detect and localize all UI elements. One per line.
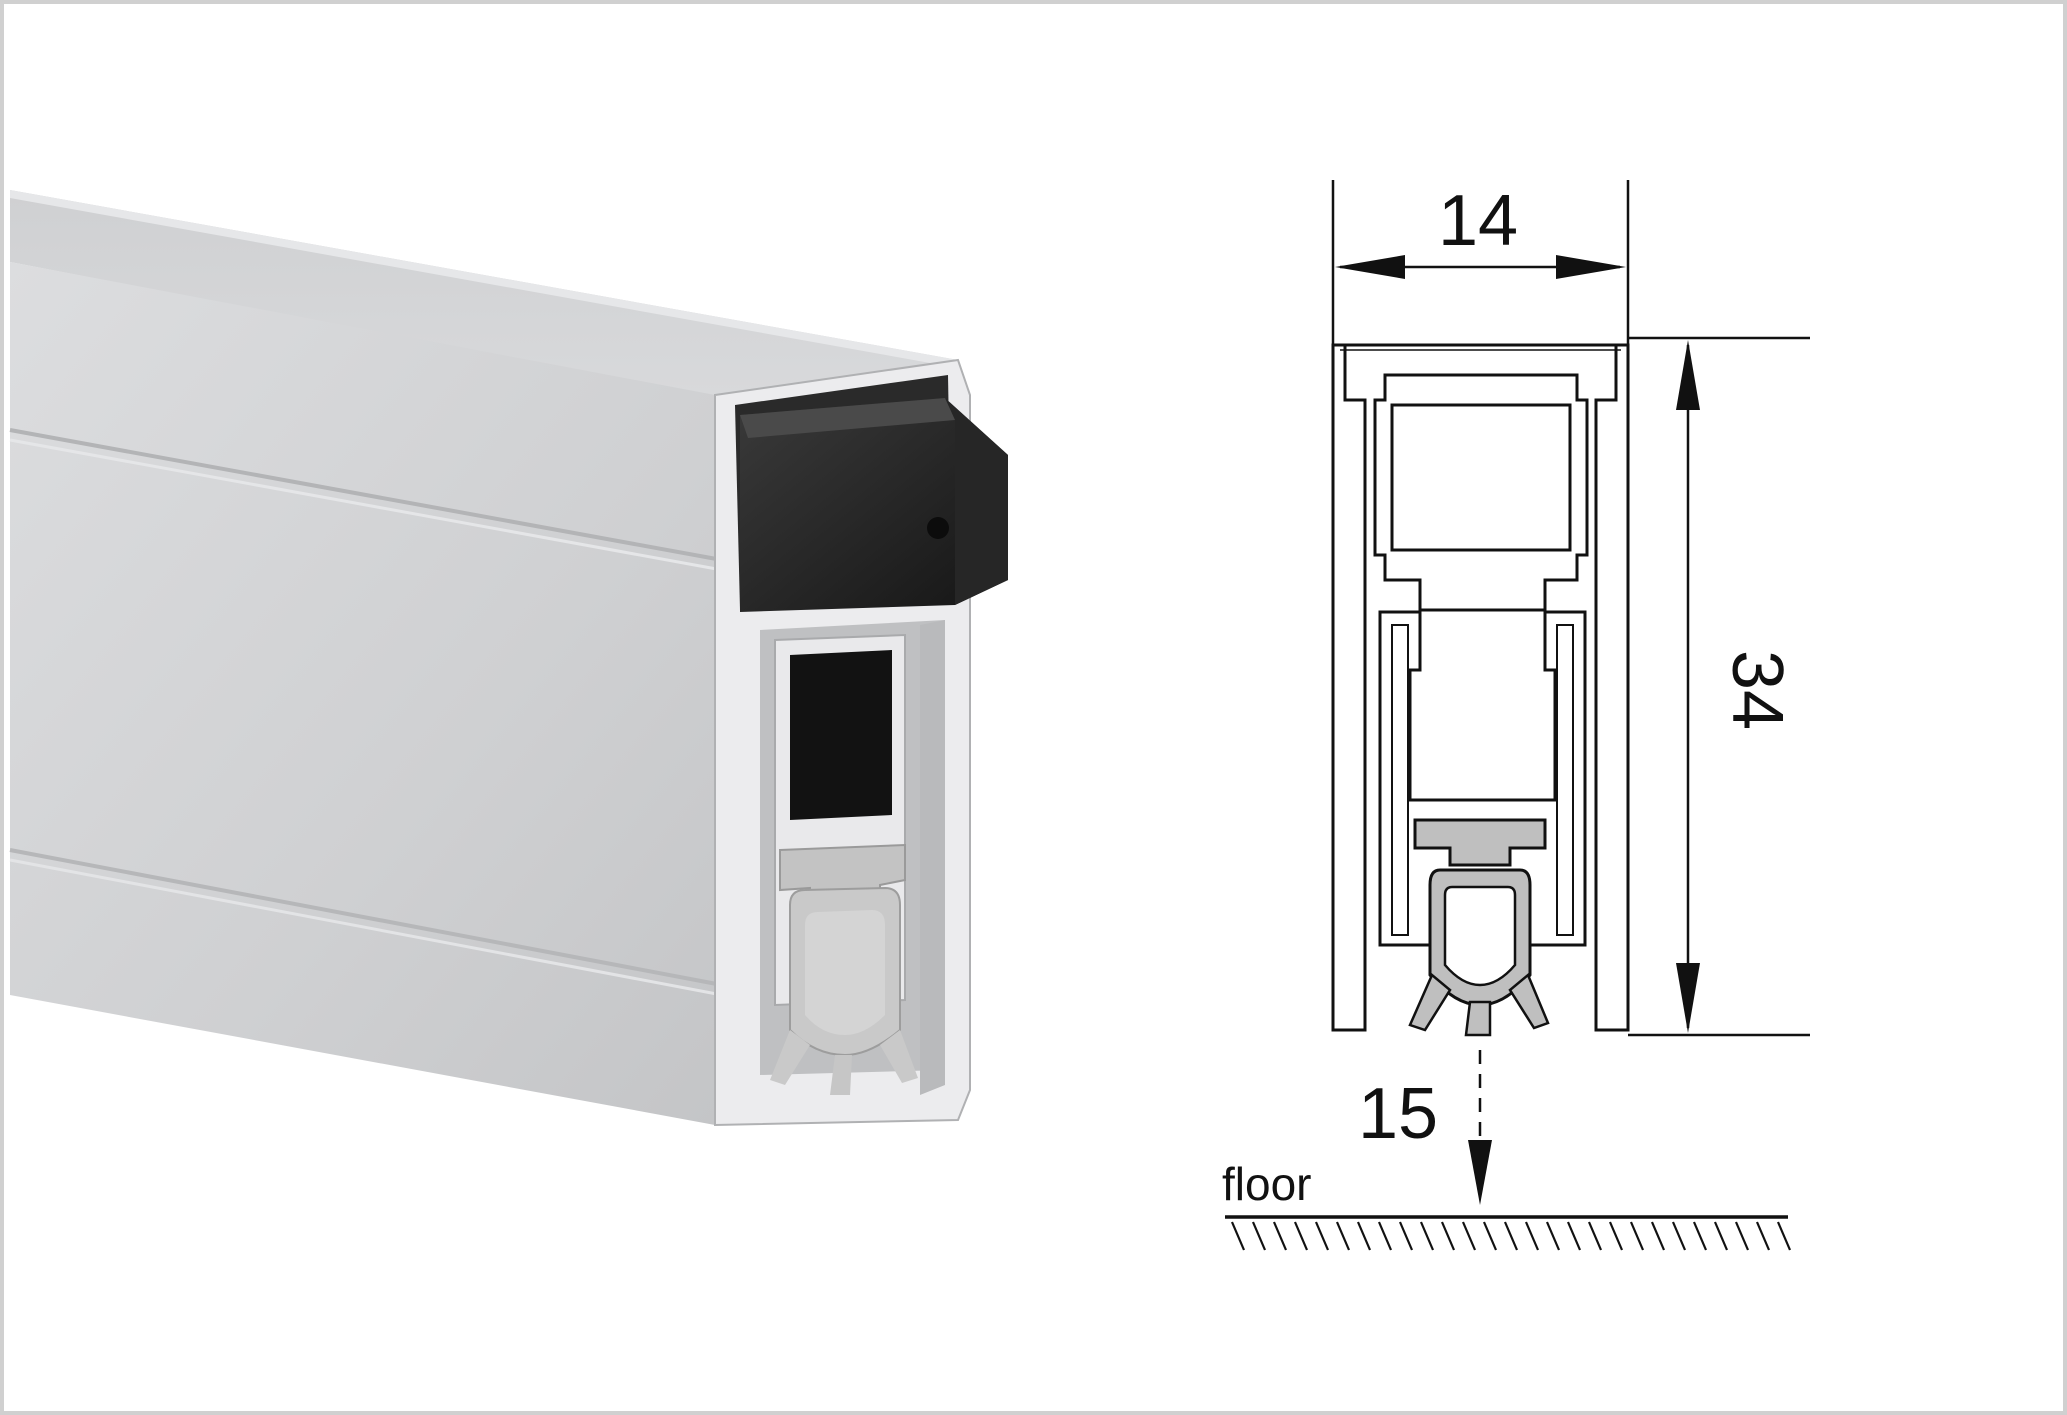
floor-hatch-stroke xyxy=(1671,1221,1687,1251)
floor-hatch-stroke xyxy=(1629,1221,1645,1251)
grey-seal xyxy=(770,843,918,1095)
floor-hatch-stroke xyxy=(1776,1221,1792,1251)
profile-groove-lower xyxy=(9,848,723,987)
floor-line xyxy=(1225,1215,1792,1251)
floor-hatch-stroke xyxy=(1398,1221,1414,1251)
block-screw-hole xyxy=(927,517,949,539)
floor-hatch-stroke xyxy=(1251,1221,1267,1251)
floor-hatch-stroke xyxy=(1272,1221,1288,1251)
floor-hatch-stroke xyxy=(1524,1221,1540,1251)
floor-hatch-stroke xyxy=(1587,1221,1603,1251)
floor-hatch-stroke xyxy=(1419,1221,1435,1251)
width-dimension xyxy=(1331,180,1630,345)
floor-hatch-stroke xyxy=(1356,1221,1372,1251)
floor-hatch-stroke xyxy=(1503,1221,1519,1251)
profile-right-wall xyxy=(920,620,945,1095)
floor-hatch-stroke xyxy=(1230,1221,1246,1251)
floor-hatch-stroke xyxy=(1440,1221,1456,1251)
seal-section xyxy=(1408,818,1550,1037)
floor-hatch-stroke xyxy=(1608,1221,1624,1251)
height-label: 34 xyxy=(1717,650,1797,730)
floor-hatch-stroke xyxy=(1566,1221,1582,1251)
floor-label: floor xyxy=(1222,1158,1311,1210)
floor-hatch-stroke xyxy=(1293,1221,1309,1251)
profile-inner-black xyxy=(790,650,892,820)
drop-dimension xyxy=(1468,1050,1492,1205)
profile-top-surface xyxy=(10,190,958,395)
drop-label: 15 xyxy=(1358,1074,1438,1154)
threshold-profile-render xyxy=(9,190,1008,1127)
width-label: 14 xyxy=(1438,181,1518,261)
floor-hatch-stroke xyxy=(1713,1221,1729,1251)
profile-groove-lower-hl xyxy=(9,858,723,997)
profile-groove-upper xyxy=(9,428,723,562)
floor-hatch-stroke xyxy=(1482,1221,1498,1251)
floor-hatch-stroke xyxy=(1335,1221,1351,1251)
height-dimension xyxy=(1628,336,1810,1037)
profile-groove-upper-hl xyxy=(9,438,723,572)
technical-drawing xyxy=(1225,180,1810,1251)
profile-top-edge xyxy=(10,190,958,368)
black-end-block xyxy=(740,398,1008,612)
upper-housing xyxy=(1373,373,1589,612)
profile-front-face xyxy=(10,262,715,1125)
floor-hatch-stroke xyxy=(1650,1221,1666,1251)
floor-hatch-stroke xyxy=(1734,1221,1750,1251)
profile-section-outline xyxy=(1331,343,1630,1032)
floor-hatch-stroke xyxy=(1377,1221,1393,1251)
floor-hatching xyxy=(1230,1221,1792,1251)
floor-hatch-stroke xyxy=(1461,1221,1477,1251)
floor-hatch-stroke xyxy=(1692,1221,1708,1251)
floor-hatch-stroke xyxy=(1314,1221,1330,1251)
floor-hatch-stroke xyxy=(1755,1221,1771,1251)
floor-hatch-stroke xyxy=(1545,1221,1561,1251)
inner-channel xyxy=(1378,610,1587,947)
